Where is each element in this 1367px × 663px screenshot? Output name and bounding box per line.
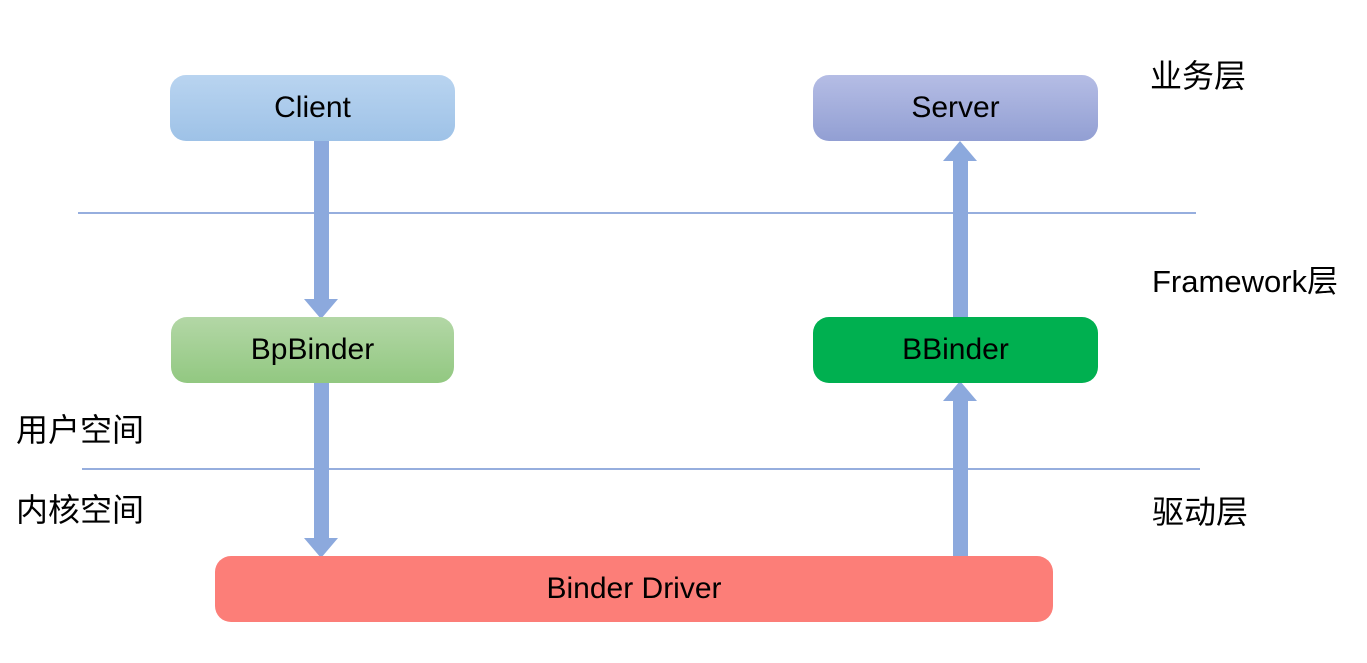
- arrow-binder-driver-to-bbinder: [943, 381, 977, 557]
- client-box-label: Client: [274, 91, 351, 124]
- client-box: Client: [170, 75, 455, 141]
- bbinder-box: BBinder: [813, 317, 1098, 383]
- label-user-space: 用户空间: [16, 412, 145, 448]
- bbinder-box-label: BBinder: [902, 333, 1009, 366]
- arrow-shaft: [952, 399, 968, 557]
- arrow-bbinder-to-server: [943, 141, 977, 318]
- binder-driver-box: Binder Driver: [215, 556, 1053, 622]
- arrow-down-icon: [304, 538, 338, 558]
- label-driver-layer: 驱动层: [1152, 494, 1249, 530]
- divider-user-kernel: [82, 468, 1200, 470]
- binder-driver-box-label: Binder Driver: [546, 572, 722, 605]
- arrow-shaft: [313, 382, 329, 540]
- bpbinder-box: BpBinder: [171, 317, 454, 383]
- arrow-shaft: [313, 140, 329, 301]
- label-framework-layer: Framework层: [1152, 264, 1339, 299]
- arrow-shaft: [952, 159, 968, 318]
- server-box: Server: [813, 75, 1098, 141]
- arrow-bpbinder-to-binder-driver: [304, 382, 338, 558]
- bpbinder-box-label: BpBinder: [250, 333, 375, 366]
- arrow-down-icon: [304, 299, 338, 319]
- arrow-up-icon: [943, 141, 977, 161]
- arrow-up-icon: [943, 381, 977, 401]
- label-kernel-space: 内核空间: [16, 492, 145, 528]
- label-business-layer: 业务层: [1150, 58, 1247, 94]
- divider-business-framework: [78, 212, 1196, 214]
- server-box-label: Server: [911, 91, 1000, 124]
- arrow-client-to-bpbinder: [304, 140, 338, 319]
